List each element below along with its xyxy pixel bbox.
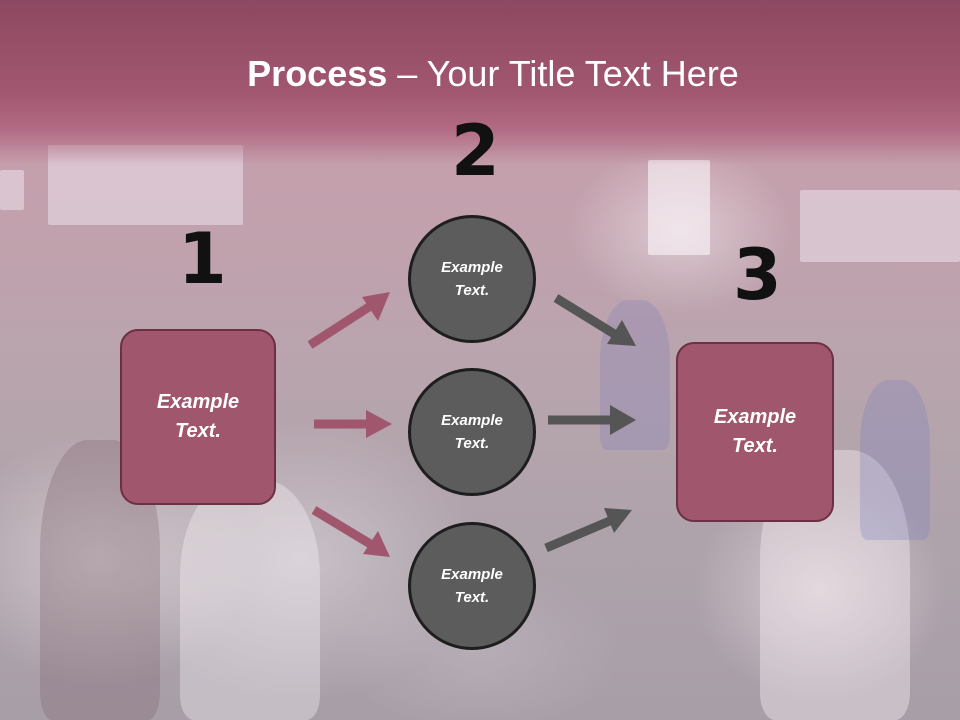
child-figure xyxy=(860,380,930,540)
step-number-3: 3 xyxy=(733,234,782,316)
step3-box: Example Text. xyxy=(676,342,834,522)
title-rest: – Your Title Text Here xyxy=(387,53,739,94)
middle-node-center: Example Text. xyxy=(408,368,536,496)
wall-poster xyxy=(800,190,960,262)
middle-node-text: Example Text. xyxy=(441,412,503,452)
middle-node-text: Example Text. xyxy=(441,259,503,299)
child-figure xyxy=(180,480,320,720)
step-number-2: 2 xyxy=(451,110,500,192)
step3-text: Example Text. xyxy=(713,406,797,457)
header-band xyxy=(0,0,960,165)
middle-node-top: Example Text. xyxy=(408,215,536,343)
step1-box: Example Text. xyxy=(120,329,276,505)
window xyxy=(648,160,710,255)
step-number-1: 1 xyxy=(178,218,227,300)
arrow-from-bottom-node xyxy=(544,508,632,553)
arrow-to-middle-node xyxy=(314,410,392,438)
step1-text: Example Text. xyxy=(156,391,240,442)
wall-poster xyxy=(0,170,24,210)
middle-node-text: Example Text. xyxy=(441,566,503,606)
arrow-to-top-node xyxy=(307,292,390,349)
arrow-from-middle-node xyxy=(548,405,636,435)
arrow-from-top-node xyxy=(553,294,636,346)
title-bold: Process xyxy=(247,53,388,94)
middle-node-bottom: Example Text. xyxy=(408,522,536,650)
slide-title: Process – Your Title Text Here xyxy=(0,52,960,96)
arrow-to-bottom-node xyxy=(311,506,390,557)
